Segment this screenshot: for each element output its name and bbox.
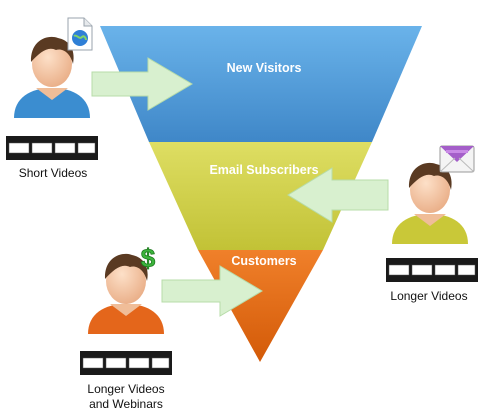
caption-longer-videos: Longer Videos	[390, 289, 468, 303]
caption-longer-videos-webinars: Longer Videos and Webinars	[66, 382, 186, 412]
stage-label-new-visitors: New Visitors	[227, 61, 302, 75]
caption-short-videos: Short Videos	[18, 166, 88, 180]
arrow-to-customers	[161, 265, 263, 317]
persona-short-videos	[6, 17, 98, 160]
funnel-stage-new-visitors	[100, 26, 422, 142]
persona-longer-videos	[386, 145, 478, 282]
persona-longer-videos-webinars: $	[80, 243, 172, 375]
caption-line-2: and Webinars	[89, 397, 163, 411]
person-icon	[392, 162, 468, 244]
stage-label-customers: Customers	[231, 254, 296, 268]
svg-text:$: $	[141, 243, 156, 273]
film-strip-icon	[386, 258, 478, 282]
arrow-to-email-subscribers	[287, 167, 389, 223]
arrow-to-new-visitors	[91, 57, 193, 111]
funnel: New Visitors Email Subscribers Customers	[100, 26, 422, 362]
dollar-icon: $	[140, 243, 156, 274]
envelope-icon	[439, 145, 475, 173]
person-icon	[88, 253, 164, 334]
film-strip-icon	[80, 351, 172, 375]
person-icon	[14, 36, 90, 118]
funnel-stage-email-subscribers	[149, 142, 372, 250]
caption-line-1: Longer Videos	[87, 382, 165, 396]
stage-label-email-subscribers: Email Subscribers	[209, 163, 318, 177]
film-strip-icon	[6, 136, 98, 160]
web-page-icon	[67, 17, 93, 51]
